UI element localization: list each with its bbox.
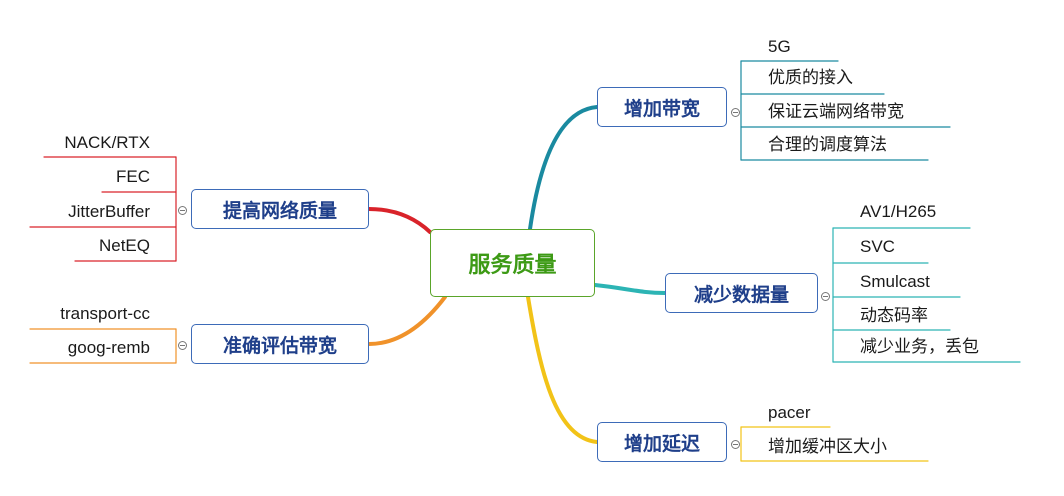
collapse-icon[interactable] — [821, 292, 830, 301]
branch-node-network[interactable]: 提高网络质量 — [191, 189, 369, 229]
leaf-data-0[interactable]: AV1/H265 — [860, 202, 937, 221]
branch-node-bandwidth[interactable]: 增加带宽 — [597, 87, 727, 127]
collapse-icon[interactable] — [178, 206, 187, 215]
branch-node-estimate[interactable]: 准确评估带宽 — [191, 324, 369, 364]
leaf-bandwidth-1[interactable]: 优质的接入 — [768, 68, 853, 87]
collapse-icon[interactable] — [178, 341, 187, 350]
leaf-bandwidth-2[interactable]: 保证云端网络带宽 — [768, 102, 904, 121]
leaf-data-1[interactable]: SVC — [860, 237, 895, 256]
collapse-icon[interactable] — [731, 108, 740, 117]
connector-network — [367, 207, 432, 234]
connector-delay — [526, 295, 599, 444]
leaf-data-4[interactable]: 减少业务，丢包 — [860, 337, 979, 356]
leaf-estimate-1[interactable]: goog-remb — [67, 338, 150, 357]
leaf-network-3[interactable]: NetEQ — [98, 236, 150, 255]
leaf-network-0[interactable]: NACK/RTX — [64, 133, 150, 152]
collapse-icon[interactable] — [731, 440, 740, 449]
center-node[interactable]: 服务质量 — [430, 229, 595, 297]
leaf-data-3[interactable]: 动态码率 — [860, 306, 928, 325]
leaf-delay-1[interactable]: 增加缓冲区大小 — [768, 437, 887, 456]
leaf-network-2[interactable]: JitterBuffer — [68, 202, 150, 221]
leaf-estimate-0[interactable]: transport-cc — [60, 304, 150, 323]
leaf-delay-0[interactable]: pacer — [768, 403, 811, 422]
leaf-data-2[interactable]: Smulcast — [860, 272, 930, 291]
connector-data — [593, 283, 667, 295]
connector-bandwidth — [528, 105, 599, 231]
leaf-bandwidth-3[interactable]: 合理的调度算法 — [768, 135, 887, 154]
connector-estimate — [367, 295, 447, 346]
branch-node-data[interactable]: 减少数据量 — [665, 273, 818, 313]
branch-node-delay[interactable]: 增加延迟 — [597, 422, 727, 462]
leaf-bandwidth-0[interactable]: 5G — [768, 37, 791, 56]
leaf-network-1[interactable]: FEC — [116, 167, 150, 186]
